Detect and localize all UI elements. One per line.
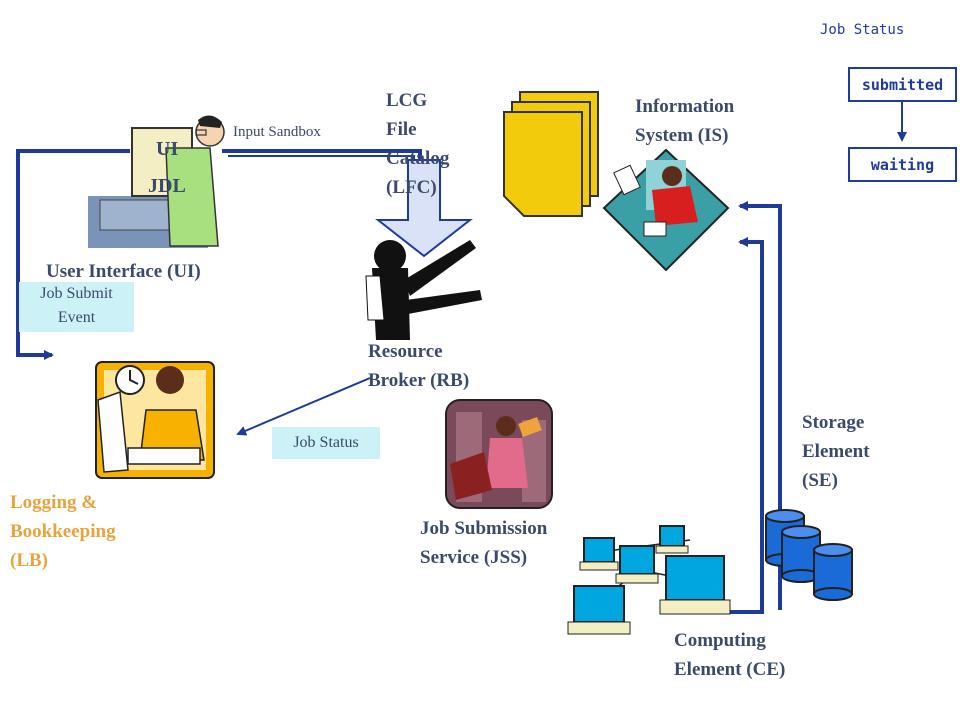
logging-line2: Bookkeeping <box>10 521 116 542</box>
lcg-line4: (LFC) <box>386 177 437 198</box>
resource-broker-label: Resource Broker (RB) <box>368 337 469 395</box>
information-system-line1: Information <box>635 96 735 117</box>
resource-broker-line2: Broker (RB) <box>368 370 470 391</box>
job-status-label: Job Status <box>272 427 380 459</box>
logging-line3: (LB) <box>10 550 48 571</box>
storage-element-clipart <box>765 509 853 601</box>
ui-card-line2: JDL <box>148 175 186 197</box>
computing-element-label: Computing Element (CE) <box>674 626 785 684</box>
computing-line1: Computing <box>674 630 766 651</box>
job-submission-line2: Service (JSS) <box>420 547 528 568</box>
resource-broker-clipart <box>365 240 482 340</box>
computing-line2: Element (CE) <box>674 659 786 680</box>
input-sandbox-label: Input Sandbox <box>233 124 321 140</box>
status-submitted: submitted <box>848 67 957 102</box>
storage-line2: Element <box>802 441 870 462</box>
information-system-label: Information System (IS) <box>635 92 734 150</box>
user-interface-clipart <box>88 115 225 248</box>
computing-element-clipart <box>567 525 731 635</box>
se-to-is-arrow <box>738 201 782 610</box>
lcg-label: LCG File Catalog (LFC) <box>386 86 449 202</box>
resource-broker-line1: Resource <box>368 341 443 362</box>
information-system-clipart <box>602 148 730 272</box>
lcg-line1: LCG <box>386 90 428 111</box>
lcg-file-catalog-documents <box>503 91 599 217</box>
logging-bookkeeping-label: Logging & Bookkeeping (LB) <box>10 488 116 575</box>
logging-line1: Logging & <box>10 492 98 513</box>
job-status-title: Job Status <box>820 22 905 38</box>
lcg-line2: File <box>386 119 417 140</box>
input-sandbox-arrow <box>375 159 473 258</box>
job-status-arrow <box>236 377 371 436</box>
storage-line1: Storage <box>802 412 865 433</box>
ce-to-is-arrow <box>730 237 764 614</box>
job-submit-event-line2: Event <box>57 309 96 326</box>
information-system-line2: System (IS) <box>635 125 729 146</box>
logging-bookkeeping-clipart <box>95 361 215 479</box>
job-submit-event-label: Job Submit Event <box>19 282 134 332</box>
job-submit-event-arrow <box>16 149 130 360</box>
job-submission-line1: Job Submission <box>420 518 548 539</box>
storage-element-label: Storage Element (SE) <box>802 408 870 495</box>
storage-line3: (SE) <box>802 470 838 491</box>
lcg-line3: Catalog <box>386 148 450 169</box>
status-waiting: waiting <box>848 147 957 182</box>
job-submission-clipart <box>445 399 553 509</box>
ui-card-line1: UI <box>156 138 179 160</box>
job-submit-event-line1: Job Submit <box>40 285 113 302</box>
job-submission-label: Job Submission Service (JSS) <box>420 514 547 572</box>
user-interface-label: User Interface (UI) <box>46 261 201 282</box>
